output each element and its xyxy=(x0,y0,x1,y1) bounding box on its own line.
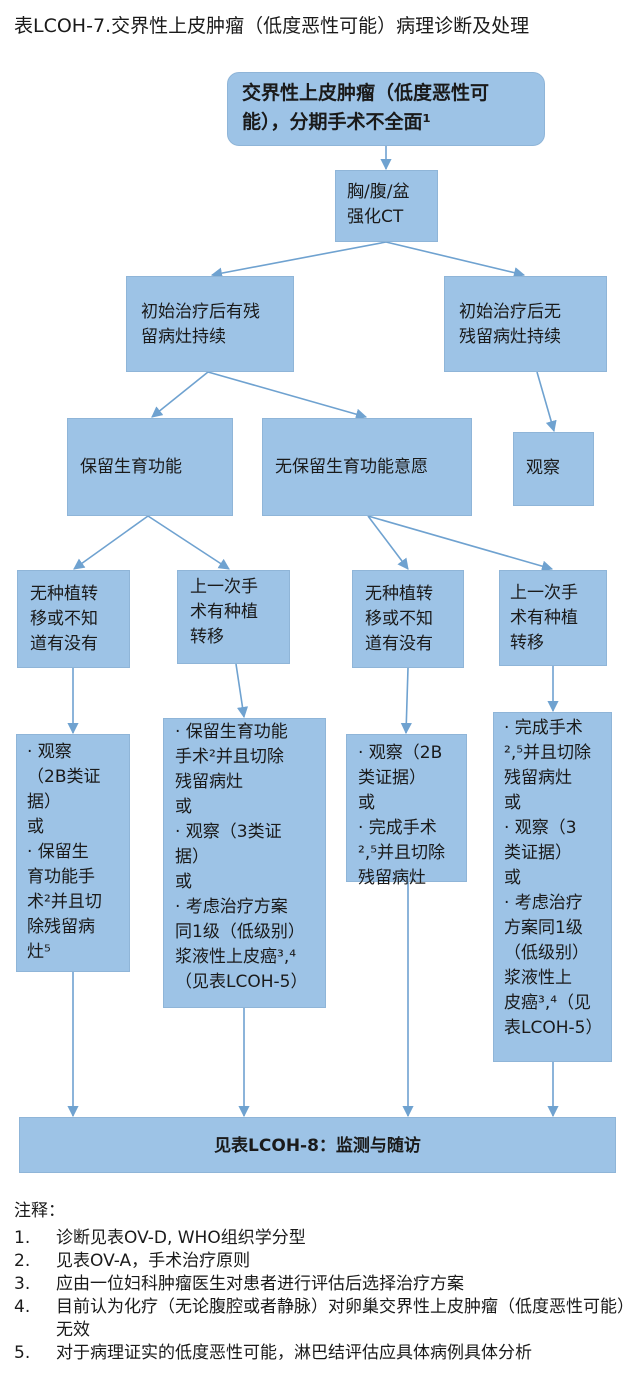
note-number: 4. xyxy=(14,1297,31,1317)
note-text: 见表OV-A，手术治疗原则 xyxy=(56,1251,251,1271)
arrow-fertility-noimplant xyxy=(73,515,149,570)
note-item: 2. 见表OV-A，手术治疗原则 xyxy=(14,1250,630,1273)
node-start: 交界性上皮肿瘤（低度恶性可能），分期手术不全面¹ xyxy=(227,72,545,146)
arrow-b10-b14 xyxy=(400,667,412,735)
arrow-ct-residual xyxy=(210,241,387,279)
notes-heading: 注释： xyxy=(14,1201,65,1221)
node-residual: 初始治疗后有残 留病灶持续 xyxy=(126,276,294,372)
note-number: 5. xyxy=(14,1343,31,1363)
node-fertility-label: 保留生育功能 xyxy=(80,457,182,477)
node-followup-label: 见表LCOH-8：监测与随访 xyxy=(214,1136,421,1156)
note-text: 对于病理证实的低度恶性可能，淋巴结评估应具体病例具体分析 xyxy=(56,1343,532,1363)
note-item: 5. 对于病理证实的低度恶性可能，淋巴结评估应具体病例具体分析 xyxy=(14,1342,630,1365)
node-f-no-implant-label: 无种植转 移或不知 道有没有 xyxy=(30,584,98,654)
note-item: 4. 目前认为化疗（无论腹腔或者静脉）对卵巢交界性上皮肿瘤（低度恶性可能）无效 xyxy=(14,1296,630,1342)
note-number: 1. xyxy=(14,1228,31,1248)
note-text: 诊断见表OV-D, WHO组织学分型 xyxy=(56,1228,306,1248)
arrow-b9-b13 xyxy=(235,663,249,719)
node-nf-no-implant-tx-label: · 观察（2B 类证据） 或 · 完成手术 ²,⁵并且切除 残留病灶 xyxy=(358,743,446,888)
node-observe-top: 观察 xyxy=(513,432,594,506)
node-nf-no-implant: 无种植转 移或不知 道有没有 xyxy=(352,570,464,668)
node-f-no-implant-tx-label: · 观察 （2B类证 据） 或 · 保留生 育功能手 术²并且切 除残留病 灶⁵ xyxy=(27,742,102,962)
note-text: 目前认为化疗（无论腹腔或者静脉）对卵巢交界性上皮肿瘤（低度恶性可能）无效 xyxy=(56,1297,626,1340)
node-nf-no-implant-tx: · 观察（2B 类证据） 或 · 完成手术 ²,⁵并且切除 残留病灶 xyxy=(346,734,467,888)
node-f-implant-tx-label: · 保留生育功能 手术²并且切除 残留病灶 或 · 观察（3类证 据） 或 · … xyxy=(175,722,308,992)
node-nf-no-implant-label: 无种植转 移或不知 道有没有 xyxy=(365,584,433,654)
node-start-label: 交界性上皮肿瘤（低度恶性可能），分期手术不全面¹ xyxy=(242,82,490,133)
node-no-fertility-label: 无保留生育功能意愿 xyxy=(275,457,428,477)
arrow-ct-noresidual xyxy=(385,241,526,279)
node-ct-label: 胸/腹/盆 强化CT xyxy=(347,182,410,227)
node-nf-implant-label: 上一次手 术有种植 转移 xyxy=(510,583,578,653)
note-number: 3. xyxy=(14,1274,31,1294)
node-observe-top-label: 观察 xyxy=(526,458,560,478)
page-title: 表LCOH-7.交界性上皮肿瘤（低度恶性可能）病理诊断及处理 xyxy=(14,15,530,37)
node-nf-implant-tx-label: · 完成手术 ²,⁵并且切除 残留病灶 或 · 观察（3 类证据） 或 · 考虑… xyxy=(504,718,603,1038)
node-nf-implant: 上一次手 术有种植 转移 xyxy=(499,570,607,666)
node-residual-label: 初始治疗后有残 留病灶持续 xyxy=(141,302,260,347)
node-nf-implant-tx: · 完成手术 ²,⁵并且切除 残留病灶 或 · 观察（3 类证据） 或 · 考虑… xyxy=(493,712,612,1062)
node-f-no-implant-tx: · 观察 （2B类证 据） 或 · 保留生 育功能手 术²并且切 除残留病 灶⁵ xyxy=(16,734,130,972)
arrow-residual-fertility xyxy=(151,371,209,418)
arrow-residual-nofertility xyxy=(207,371,368,420)
node-f-no-implant: 无种植转 移或不知 道有没有 xyxy=(17,570,130,668)
node-fertility: 保留生育功能 xyxy=(67,418,233,516)
arrow-nofertility-noimplant xyxy=(367,515,409,570)
note-number: 2. xyxy=(14,1251,31,1271)
note-text: 应由一位妇科肿瘤医生对患者进行评估后选择治疗方案 xyxy=(56,1274,464,1294)
arrow-nofertility-implant xyxy=(367,515,554,572)
arrow-fertility-implant xyxy=(147,515,230,570)
note-item: 3. 应由一位妇科肿瘤医生对患者进行评估后选择治疗方案 xyxy=(14,1273,630,1296)
node-followup: 见表LCOH-8：监测与随访 xyxy=(19,1117,616,1173)
node-no-residual-label: 初始治疗后无 残留病灶持续 xyxy=(459,302,561,347)
node-no-fertility: 无保留生育功能意愿 xyxy=(262,418,472,516)
node-no-residual: 初始治疗后无 残留病灶持续 xyxy=(444,276,607,372)
node-ct: 胸/腹/盆 强化CT xyxy=(335,170,438,242)
node-f-implant-tx: · 保留生育功能 手术²并且切除 残留病灶 或 · 观察（3类证 据） 或 · … xyxy=(163,718,326,1008)
node-f-implant-label: 上一次手 术有种植 转移 xyxy=(190,577,258,647)
arrow-noresidual-observe xyxy=(536,371,557,433)
node-f-implant: 上一次手 术有种植 转移 xyxy=(177,570,290,664)
note-item: 1. 诊断见表OV-D, WHO组织学分型 xyxy=(14,1227,630,1250)
notes-section: 注释： 1. 诊断见表OV-D, WHO组织学分型 2. 见表OV-A，手术治疗… xyxy=(14,1200,630,1365)
